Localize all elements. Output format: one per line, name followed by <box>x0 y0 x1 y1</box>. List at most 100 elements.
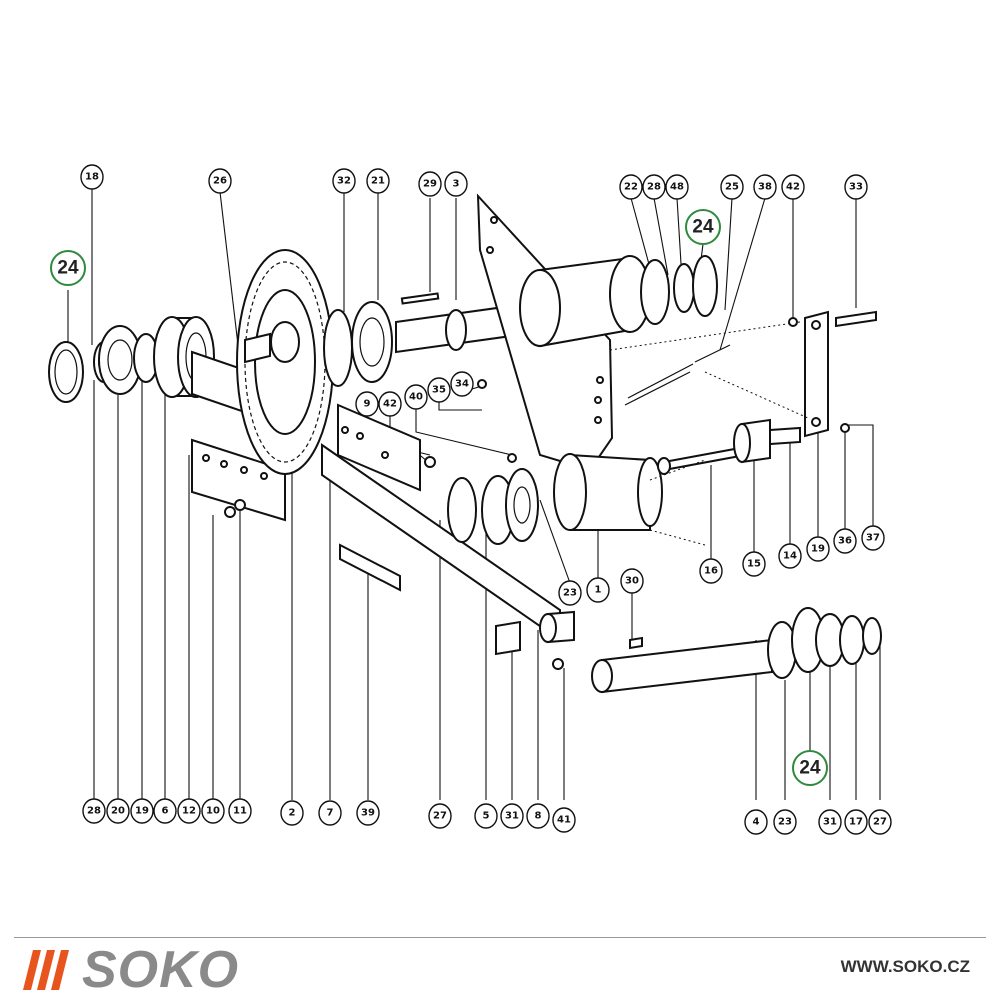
callout-7: 7 <box>318 800 342 826</box>
callout-number: 26 <box>213 176 227 187</box>
callout-number: 40 <box>409 392 423 403</box>
callout-number: 1 <box>595 585 602 596</box>
brand-stripes-icon <box>23 950 69 990</box>
callout-39: 39 <box>356 800 380 826</box>
callout-42: 42 <box>781 174 805 200</box>
brand-logo: SOKO <box>23 941 240 999</box>
callout-6: 6 <box>153 798 177 824</box>
callout-number: 42 <box>383 399 397 410</box>
callout-15: 15 <box>742 551 766 577</box>
callout-5: 5 <box>474 803 498 829</box>
parts-artwork <box>48 193 882 694</box>
callout-16: 16 <box>699 558 723 584</box>
callout-number: 17 <box>849 817 863 828</box>
callout-number: 4 <box>753 817 760 828</box>
callout-number: 28 <box>647 182 661 193</box>
highlighted-callout-24: 24 <box>792 750 828 786</box>
callout-number: 7 <box>327 808 334 819</box>
leader-lines <box>67 188 881 800</box>
callout-number: 21 <box>371 176 385 187</box>
callout-37: 37 <box>861 525 885 551</box>
callout-9: 9 <box>355 391 379 417</box>
callout-3: 3 <box>444 171 468 197</box>
callout-number: 39 <box>361 808 375 819</box>
callout-number: 27 <box>873 817 887 828</box>
highlighted-callout-labels: 24 24 24 <box>50 209 828 786</box>
callout-number: 23 <box>778 817 792 828</box>
callout-number: 30 <box>625 576 639 587</box>
callout-34: 34 <box>450 371 474 397</box>
callout-19: 19 <box>130 798 154 824</box>
callout-number: 33 <box>849 182 863 193</box>
callout-number: 36 <box>838 536 852 547</box>
callout-48: 48 <box>665 174 689 200</box>
callout-18: 18 <box>80 164 104 190</box>
website-url: WWW.SOKO.CZ <box>840 957 970 976</box>
callout-23: 23 <box>773 809 797 835</box>
callout-number: 38 <box>758 182 772 193</box>
callout-11: 11 <box>228 798 252 824</box>
callout-21: 21 <box>366 168 390 194</box>
callout-number: 10 <box>206 806 220 817</box>
callout-number: 12 <box>182 806 196 817</box>
callout-40: 40 <box>404 384 428 410</box>
callout-number: 11 <box>233 806 247 817</box>
callout-number: 14 <box>783 551 797 562</box>
callout-number: 18 <box>85 172 99 183</box>
callout-28: 28 <box>82 798 106 824</box>
callout-10: 10 <box>201 798 225 824</box>
callout-29: 29 <box>418 171 442 197</box>
callout-number: 35 <box>432 385 446 396</box>
footer-divider <box>14 937 986 938</box>
highlighted-callout-number: 24 <box>692 217 714 238</box>
callout-number: 32 <box>337 176 351 187</box>
callout-33: 33 <box>844 174 868 200</box>
callout-number: 8 <box>535 811 542 822</box>
callout-number: 20 <box>111 806 125 817</box>
callout-number: 3 <box>453 179 460 190</box>
callout-number: 42 <box>786 182 800 193</box>
highlighted-callout-number: 24 <box>799 758 821 779</box>
callout-22: 22 <box>619 174 643 200</box>
callout-number: 48 <box>670 182 684 193</box>
callout-number: 31 <box>505 811 519 822</box>
exploded-parts-diagram: 1826322129322284825384233942403534301231… <box>48 164 892 835</box>
callout-4: 4 <box>744 809 768 835</box>
callout-26: 26 <box>208 168 232 194</box>
callout-number: 28 <box>87 806 101 817</box>
callout-36: 36 <box>833 528 857 554</box>
callout-number: 19 <box>135 806 149 817</box>
callout-27: 27 <box>428 803 452 829</box>
callout-2: 2 <box>280 800 304 826</box>
highlighted-callout-number: 24 <box>57 258 79 279</box>
callout-number: 15 <box>747 559 761 570</box>
callout-number: 34 <box>455 379 469 390</box>
callout-number: 9 <box>364 399 371 410</box>
callout-number: 2 <box>289 808 296 819</box>
callout-19: 19 <box>806 536 830 562</box>
callout-30: 30 <box>620 568 644 594</box>
callout-number: 23 <box>563 588 577 599</box>
highlighted-callout-24: 24 <box>50 250 86 286</box>
callout-number: 41 <box>557 815 571 826</box>
callout-42: 42 <box>378 391 402 417</box>
callout-32: 32 <box>332 168 356 194</box>
callout-20: 20 <box>106 798 130 824</box>
callout-8: 8 <box>526 803 550 829</box>
callout-12: 12 <box>177 798 201 824</box>
callout-35: 35 <box>427 377 451 403</box>
callout-number: 37 <box>866 533 880 544</box>
callout-14: 14 <box>778 543 802 569</box>
callout-31: 31 <box>500 803 524 829</box>
callout-27: 27 <box>868 809 892 835</box>
callout-number: 19 <box>811 544 825 555</box>
callout-28: 28 <box>642 174 666 200</box>
brand-name: SOKO <box>82 941 240 999</box>
callout-number: 25 <box>725 182 739 193</box>
callout-1: 1 <box>586 577 610 603</box>
callout-31: 31 <box>818 809 842 835</box>
callout-number: 31 <box>823 817 837 828</box>
highlighted-callout-24: 24 <box>685 209 721 245</box>
callout-number: 27 <box>433 811 447 822</box>
